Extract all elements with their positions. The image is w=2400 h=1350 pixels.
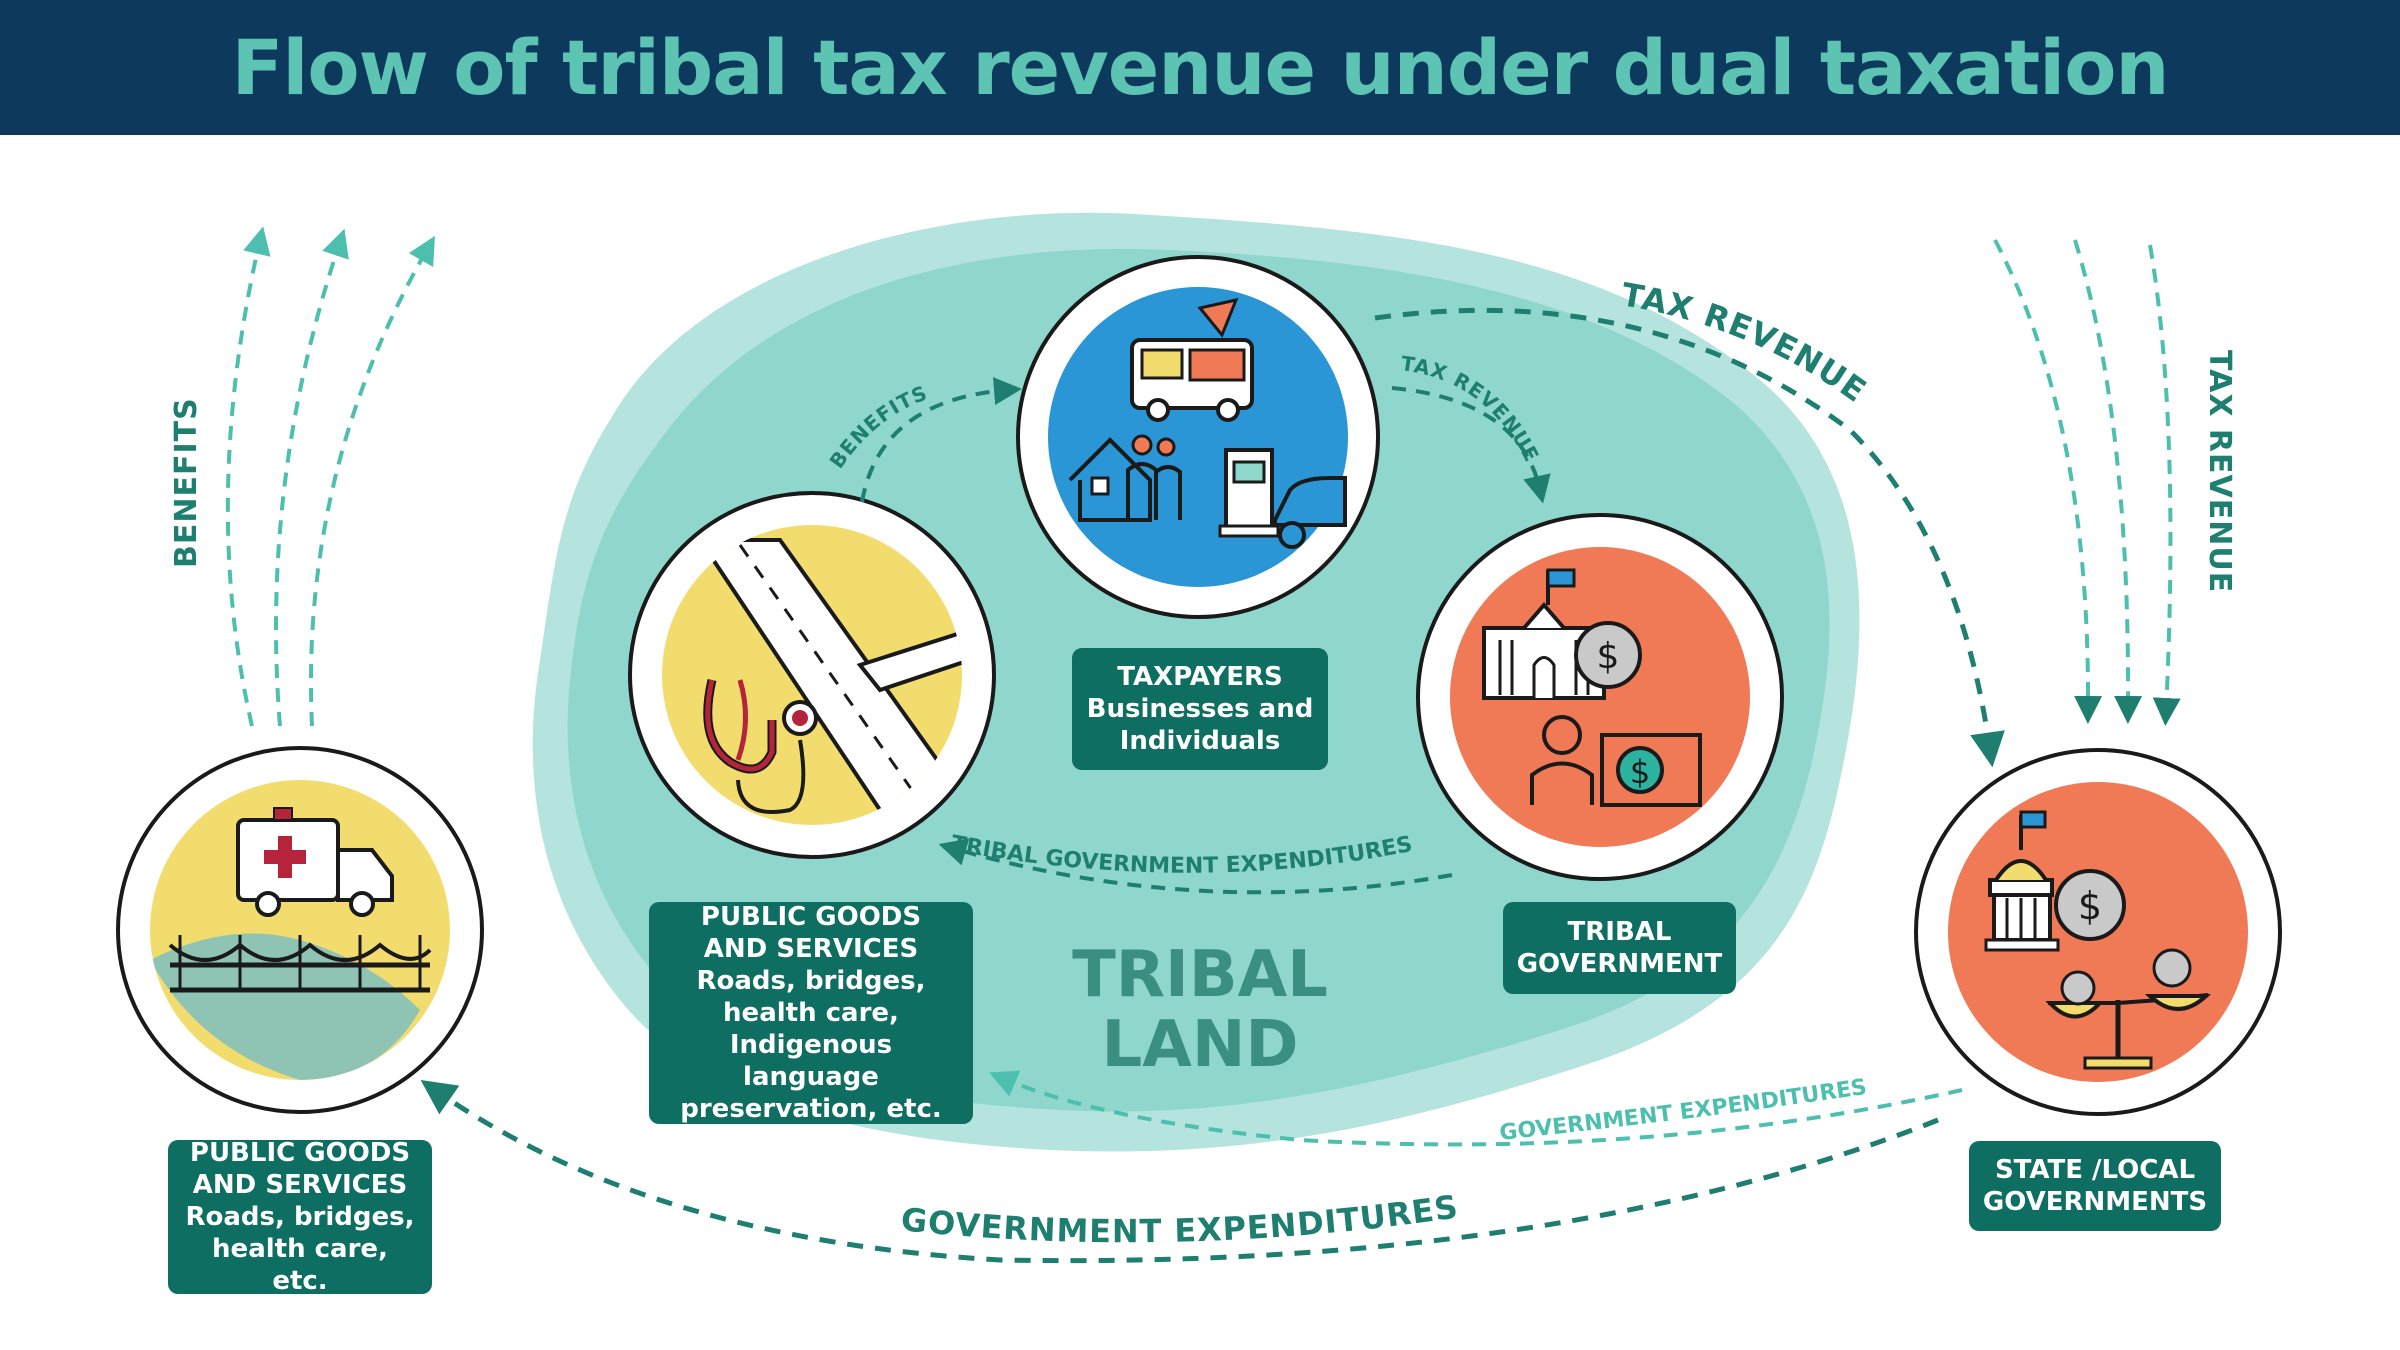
benefits-left-arrow-3 (308, 235, 435, 727)
government-expenditures-outer-label: GOVERNMENT EXPENDITURES (899, 1187, 1461, 1250)
bridge-icon (168, 935, 432, 993)
state-local-box: STATE /LOCAL GOVERNMENTS (1969, 1141, 2221, 1231)
tribal-public-goods-line2: AND SERVICES (703, 934, 919, 964)
outer-public-goods-desc: Roads, bridges, health care, etc. (185, 1202, 415, 1296)
state-local-line2: GOVERNMENTS (1982, 1187, 2208, 1217)
tax-revenue-outer-arrow (1374, 307, 2005, 768)
ambulance-icon (236, 807, 394, 917)
tribal-land-line2: LAND (1101, 1008, 1299, 1082)
outer-public-goods-line2: AND SERVICES (192, 1170, 408, 1200)
page-title: Flow of tribal tax revenue under dual ta… (231, 23, 2169, 112)
tribal-land-label: TRIBAL LAND (1020, 940, 1380, 1080)
tax-revenue-right-arrow-2 (2073, 239, 2143, 724)
tax-revenue-inner-arrow (1391, 386, 1551, 504)
benefits-left-arrow-1 (225, 226, 271, 727)
outer-public-goods-line1: PUBLIC GOODS (189, 1138, 411, 1168)
tax-revenue-right-arrow-1 (1993, 239, 2103, 724)
benefits-left-label: BENEFITS (169, 397, 204, 568)
outer-public-goods-node (116, 746, 484, 1114)
government-expenditures-inner-arrow (989, 1070, 1963, 1147)
stethoscope-icon (703, 678, 818, 814)
tribal-public-goods-desc: Roads, bridges, health care, Indigenous … (680, 966, 942, 1124)
person-icon (1530, 715, 1594, 805)
car-icon (1273, 476, 1347, 549)
svg-text:$: $ (1630, 753, 1650, 791)
svg-text:$: $ (1597, 636, 1620, 677)
state-local-node: $ (1914, 748, 2282, 1116)
road-icon (696, 538, 962, 825)
government-expenditures-outer-arrow (420, 1079, 1939, 1264)
taxpayers-desc: Businesses and Individuals (1086, 694, 1314, 756)
tribal-land-line1: TRIBAL (1072, 938, 1328, 1012)
benefits-inner-arrow (860, 377, 1022, 503)
taxpayers-node (1016, 255, 1380, 619)
tribal-expenditures-arrow (938, 838, 1453, 895)
benefits-left-arrow-2 (274, 228, 349, 727)
tax-revenue-right-arrow-3 (2148, 244, 2181, 726)
dollar-coin-icon: $ (2054, 869, 2126, 941)
scale-icon (2045, 948, 2212, 1070)
tribal-government-box: TRIBAL GOVERNMENT (1503, 902, 1736, 994)
banknote-icon: $ (1600, 733, 1702, 807)
food-truck-icon (1130, 297, 1254, 422)
gas-pump-icon (1218, 448, 1280, 538)
tribal-government-line2: GOVERNMENT (1516, 949, 1723, 979)
svg-text:$: $ (2078, 884, 2102, 928)
government-expenditures-inner-label: GOVERNMENT EXPENDITURES (1498, 1075, 1868, 1146)
dollar-coin-icon: $ (1574, 621, 1642, 689)
outer-public-goods-box: PUBLIC GOODS AND SERVICES Roads, bridges… (168, 1138, 432, 1296)
tribal-public-goods-box: PUBLIC GOODS AND SERVICES Roads, bridges… (649, 902, 973, 1124)
family-icon (1126, 434, 1182, 520)
taxpayers-title: TAXPAYERS (1117, 662, 1283, 692)
tribal-public-goods-line1: PUBLIC GOODS (700, 902, 922, 932)
house-icon (1068, 437, 1152, 522)
tribal-government-line1: TRIBAL (1567, 917, 1672, 947)
tax-revenue-right-label: TAX REVENUE (2202, 350, 2237, 593)
government-building-icon (1984, 810, 2060, 952)
state-local-line1: STATE /LOCAL (1994, 1155, 2196, 1185)
tribal-public-goods-node (628, 491, 996, 859)
taxpayers-box: TAXPAYERS Businesses and Individuals (1072, 648, 1328, 770)
tribal-government-node: $ $ (1416, 513, 1784, 881)
header-bar (0, 0, 2400, 135)
